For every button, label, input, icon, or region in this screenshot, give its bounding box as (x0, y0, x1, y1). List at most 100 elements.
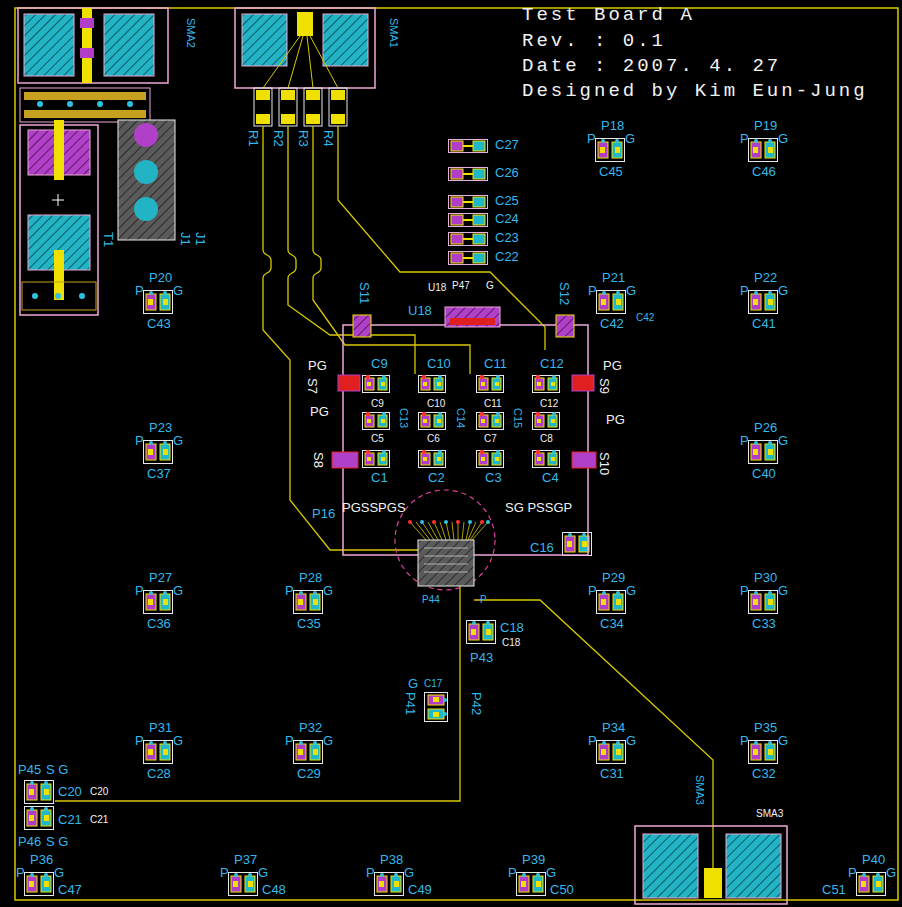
silkscreen-label: P (135, 733, 144, 748)
silkscreen-label: C42 (636, 312, 654, 323)
silkscreen-label: P (508, 865, 517, 880)
silkscreen-label: P35 (754, 720, 777, 735)
title-line: Rev. : 0.1 (522, 30, 666, 52)
silkscreen-label: C45 (599, 164, 623, 179)
silkscreen-label: C47 (58, 882, 82, 897)
silkscreen-label: C41 (752, 316, 776, 331)
silkscreen-label: P (587, 131, 596, 146)
silkscreen-label: G (323, 733, 333, 748)
silkscreen-label: P (16, 865, 25, 880)
silkscreen-label: P (740, 733, 749, 748)
silkscreen-label: SMA2 (185, 18, 197, 48)
silkscreen-label: SG PSSGP (505, 500, 572, 515)
silkscreen-label: P47 (452, 280, 470, 291)
silkscreen-label: P22 (754, 270, 777, 285)
silkscreen-label: G (408, 676, 418, 691)
silkscreen-label: J1 (178, 232, 193, 246)
silkscreen-label: SMA1 (388, 18, 400, 48)
silkscreen-label: S8 (311, 452, 326, 468)
silkscreen-label: P38 (380, 852, 403, 867)
silkscreen-label: P (285, 733, 294, 748)
silkscreen-label: C11 (484, 398, 502, 409)
silkscreen-label: R1 (246, 130, 261, 147)
silkscreen-label: P19 (754, 118, 777, 133)
silkscreen-label: P (588, 283, 597, 298)
silkscreen-label: P26 (754, 420, 777, 435)
silkscreen-label: G (546, 865, 556, 880)
silkscreen-label: C27 (495, 137, 519, 152)
silkscreen-label: C28 (147, 766, 171, 781)
silkscreen-label: P (135, 283, 144, 298)
silkscreen-label: P31 (149, 720, 172, 735)
silkscreen-label: G (173, 283, 183, 298)
silkscreen-label: C8 (540, 433, 553, 444)
silkscreen-label: P45 (18, 762, 41, 777)
silkscreen-label: C4 (542, 470, 559, 485)
silkscreen-label: P (740, 131, 749, 146)
silkscreen-label: S7 (305, 378, 320, 394)
silkscreen-label: P (285, 583, 294, 598)
silkscreen-label: C10 (427, 356, 451, 371)
silkscreen-label: P (480, 594, 487, 605)
title-line: Designed by Kim Eun-Jung (522, 80, 868, 102)
silkscreen-label: P42 (469, 692, 484, 715)
silkscreen-label: P32 (299, 720, 322, 735)
silkscreen-label: P21 (602, 270, 625, 285)
silkscreen-label: C43 (147, 316, 171, 331)
silkscreen-label: P44 (422, 594, 440, 605)
silkscreen-label: C29 (297, 766, 321, 781)
silkscreen-label: C12 (540, 398, 558, 409)
silkscreen-label: U18 (428, 282, 446, 293)
silkscreen-label: C32 (752, 766, 776, 781)
silkscreen-label: P43 (470, 650, 493, 665)
silkscreen-label: C22 (495, 249, 519, 264)
silkscreen-label: C33 (752, 616, 776, 631)
silkscreen-label: C3 (485, 470, 502, 485)
silkscreen-label: P46 (18, 834, 41, 849)
silkscreen-label: C36 (147, 616, 171, 631)
title-line: Date : 2007. 4. 27 (522, 55, 781, 77)
silkscreen-label: G (54, 865, 64, 880)
silkscreen-label: P23 (149, 420, 172, 435)
silkscreen-label: C6 (427, 433, 440, 444)
silkscreen-label: P27 (149, 570, 172, 585)
silkscreen-label: C17 (424, 678, 442, 689)
silkscreen-label: C40 (752, 466, 776, 481)
silkscreen-label: C24 (495, 211, 519, 226)
silkscreen-label: PG (310, 404, 329, 419)
silkscreen-label: P37 (234, 852, 257, 867)
silkscreen-label: G (404, 865, 414, 880)
silkscreen-label: C31 (600, 766, 624, 781)
silkscreen-label: C9 (371, 356, 388, 371)
silkscreen-label: P (366, 865, 375, 880)
silkscreen-label: C42 (600, 316, 624, 331)
silkscreen-label: G (886, 865, 896, 880)
silkscreen-label: PG (603, 358, 622, 373)
silkscreen-label: P28 (299, 570, 322, 585)
silkscreen-label: PG (308, 358, 327, 373)
silkscreen-label: P (220, 865, 229, 880)
silkscreen-label: S G (46, 834, 68, 849)
silkscreen-label: C35 (297, 616, 321, 631)
silkscreen-label: C9 (371, 398, 384, 409)
silkscreen-label: G (626, 733, 636, 748)
silkscreen-label: C11 (484, 356, 507, 371)
silkscreen-label: C50 (550, 882, 574, 897)
silkscreen-label: P30 (754, 570, 777, 585)
silkscreen-label: G (625, 131, 635, 146)
silkscreen-label: C25 (495, 193, 519, 208)
board-title: Test Board A (522, 4, 695, 26)
silkscreen-label: S12 (557, 282, 572, 305)
silkscreen-label: C46 (752, 164, 776, 179)
silkscreen-label: C21 (58, 812, 82, 827)
silkscreen-label: C34 (600, 616, 624, 631)
silkscreen-label: C1 (371, 470, 388, 485)
silkscreen-label: C20 (90, 786, 108, 797)
silkscreen-label: P29 (602, 570, 625, 585)
silkscreen-label: PGSSPGS (342, 500, 406, 515)
silkscreen-label: C20 (58, 784, 82, 799)
silkscreen-label: P20 (149, 270, 172, 285)
silkscreen-label: G (778, 283, 788, 298)
silkscreen-label: G (626, 583, 636, 598)
